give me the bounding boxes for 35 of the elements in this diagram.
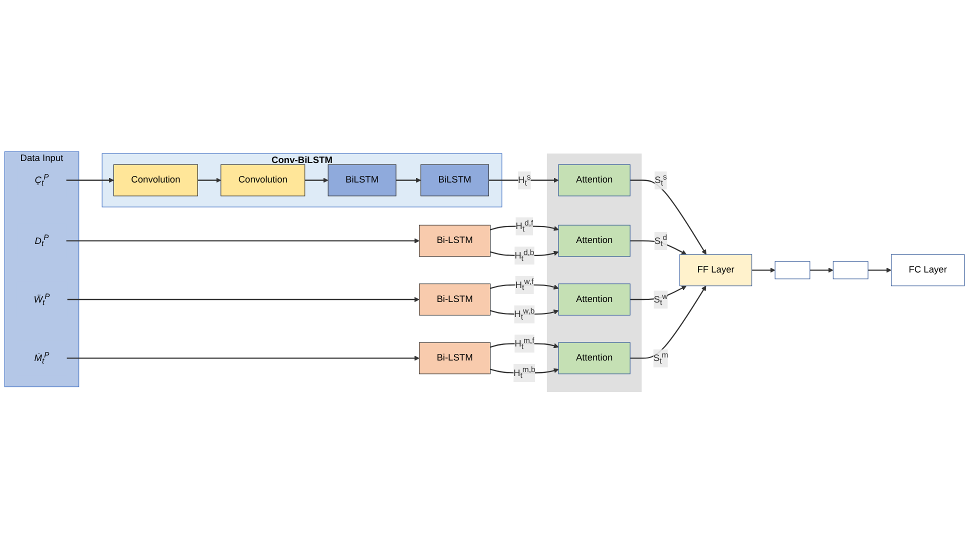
node-box: Convolution xyxy=(113,164,198,196)
arrow xyxy=(488,178,559,183)
arrow xyxy=(752,268,776,273)
node-box: Bi-LSTM xyxy=(418,284,491,316)
arrow xyxy=(810,268,834,273)
arrow xyxy=(67,297,420,302)
node-box: Attention xyxy=(558,225,630,257)
node-box xyxy=(774,261,810,280)
node-box: BiLSTM xyxy=(420,164,490,196)
node-box: BiLSTM xyxy=(328,164,396,196)
arrow xyxy=(490,310,559,315)
node-box: Attention xyxy=(558,164,630,196)
arrow xyxy=(396,178,422,183)
node-box: FC Layer xyxy=(890,254,965,286)
node-box: FF Layer xyxy=(679,254,752,286)
arrow xyxy=(630,180,706,255)
node-box: Attention xyxy=(558,284,630,316)
node-box xyxy=(832,261,868,280)
arrow xyxy=(490,226,559,231)
node-box: Bi-LSTM xyxy=(418,342,491,374)
arrow xyxy=(490,284,559,290)
arrow xyxy=(198,178,222,183)
node-box: Bi-LSTM xyxy=(418,225,491,257)
arrow xyxy=(66,178,114,183)
arrow xyxy=(490,250,559,256)
arrow xyxy=(490,368,559,374)
arrow xyxy=(66,238,420,244)
node-box: Attention xyxy=(558,342,630,374)
arrow xyxy=(868,268,892,273)
cluster xyxy=(546,154,642,392)
arrow xyxy=(304,178,328,183)
arrow xyxy=(66,356,420,361)
node-box: Convolution xyxy=(220,164,306,196)
arrow xyxy=(630,240,687,255)
arrow xyxy=(490,343,559,348)
